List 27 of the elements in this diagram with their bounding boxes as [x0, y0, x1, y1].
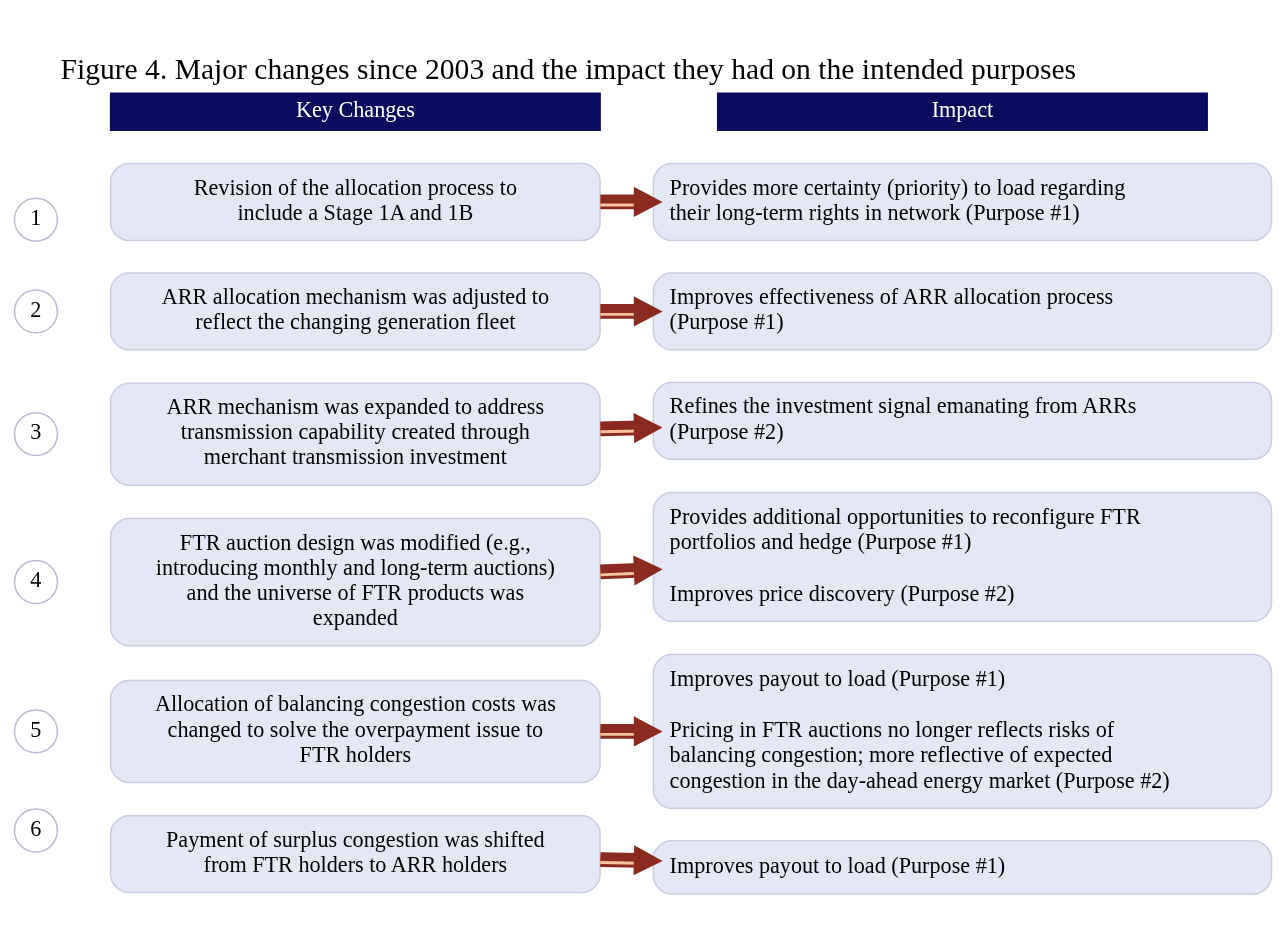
- node-box: Provides additional opportunities to reconfigure FTR portfolios and hedge (Purpose #1) Improves price discovery (Purpose #2): [652, 491, 1273, 622]
- node-box: Improves payout to load (Purpose #1): [652, 840, 1273, 895]
- node-circle: 4: [13, 559, 59, 605]
- node-box: ARR mechanism was expanded to address transmission capability created through merchant transmission investment: [109, 382, 601, 486]
- node-circle: 6: [13, 808, 59, 853]
- diagram-title: Figure 4. Major changes since 2003 and the impact they had on the intended purposes: [60, 52, 1077, 85]
- node-box: Improves effectiveness of ARR allocation process (Purpose #1): [652, 272, 1273, 351]
- node-box: FTR auction design was modified (e.g., introducing monthly and long-term auctions) and the universe of FTR products was expanded: [109, 517, 601, 647]
- arrow: [600, 716, 663, 747]
- node-circle: 1: [13, 197, 59, 242]
- node-circle: 3: [13, 412, 59, 457]
- node-box: ARR allocation mechanism was adjusted to reflect the changing generation fleet: [109, 272, 601, 351]
- node-box: Refines the investment signal emanating from ARRs (Purpose #2): [652, 381, 1273, 461]
- node-circle: 2: [13, 289, 59, 334]
- arrow: [600, 845, 663, 876]
- node-box: Provides more certainty (priority) to load regarding their long-term rights in network (Purpose #1): [652, 162, 1273, 242]
- node-box: Revision of the allocation process to include a Stage 1A and 1B: [109, 162, 601, 242]
- node-circle: 5: [13, 709, 59, 754]
- arrow: [600, 186, 663, 218]
- node-box: Improves payout to load (Purpose #1) Pricing in FTR auctions no longer reflects risks of balancing congestion; more reflective of expected congestion in the day-ahead energy market (Purpose #2): [652, 653, 1273, 810]
- node-box: Key Changes: [109, 92, 601, 131]
- node-box: Allocation of balancing congestion costs was changed to solve the overpayment issue to FTR holders: [109, 679, 601, 784]
- arrow: [600, 412, 663, 444]
- node-box: Impact: [716, 92, 1208, 131]
- arrow: [600, 555, 663, 586]
- node-box: Payment of surplus congestion was shifted from FTR holders to ARR holders: [109, 814, 601, 894]
- arrow: [600, 296, 663, 327]
